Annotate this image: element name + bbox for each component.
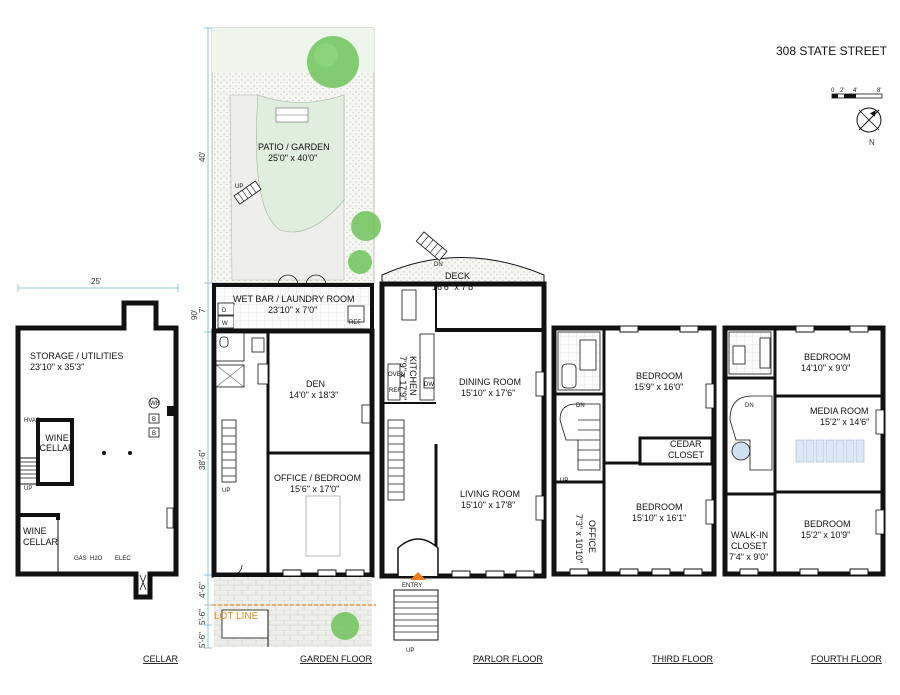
utility-h2o: H2O (90, 556, 103, 562)
garden-stair-up: UP (222, 488, 230, 494)
floor-label-cellar: CELLAR (143, 654, 179, 664)
media-name: MEDIA ROOM (810, 406, 869, 416)
closet-line2: CLOSET (731, 541, 768, 551)
fourth-bed2-size: 15'2" x 10'9" (801, 530, 850, 540)
entry-label: ENTRY (402, 583, 422, 589)
cellar-hvac: HVAC (24, 418, 41, 424)
appliance-oven: OVEN (388, 372, 405, 378)
wine-cellar-1-line2: CELLAR (39, 443, 75, 453)
fourth-dn: DN (745, 403, 754, 409)
kitchen-name: KITCHEN (408, 356, 418, 396)
appliance-d: D (222, 308, 227, 314)
floor-label-fourth: FOURTH FLOOR (811, 654, 882, 664)
scale-bar: 0 2' 4' 8' (831, 88, 883, 99)
third-bed2-name: BEDROOM (636, 502, 683, 512)
deck-dn: DN (434, 262, 443, 268)
floor-label-parlor: PARLOR FLOOR (473, 654, 543, 664)
closet-size: 7'4" x 9'0" (729, 552, 768, 562)
fourth-bed1-name: BEDROOM (804, 352, 851, 362)
scale-label-8: 8' (877, 88, 881, 94)
parlor-stoop-up: UP (406, 648, 414, 654)
patio-size: 25'0" x 40'0" (268, 153, 317, 163)
lot-line-label: LOT LINE (214, 611, 259, 622)
third-up: UP (560, 478, 568, 484)
appliance-ref: REF (349, 320, 361, 326)
appliance-dw: DW (424, 382, 434, 388)
compass-north-label: N (869, 138, 875, 147)
third-bed1-name: BEDROOM (636, 371, 683, 381)
third-bed1-size: 15'9" x 16'0" (634, 382, 683, 392)
fixture-b1: B (152, 417, 156, 423)
cedar-line2: CLOSET (668, 450, 705, 460)
cedar-line1: CEDAR (670, 439, 702, 449)
kitchen-size: 7'9" x 17'9" (398, 356, 408, 400)
dim-25: 25' (91, 277, 102, 286)
cellar-storage-size: 23'10" x 35'3" (30, 362, 84, 372)
third-office-size: 7'3" x 10'10" (574, 514, 584, 563)
dim-90: 90' (190, 309, 199, 320)
wine-cellar-1-line1: WINE (45, 433, 69, 443)
wetbar-name: WET BAR / LAUNDRY ROOM (233, 294, 355, 304)
dim-38-6: 38'-6" (198, 449, 207, 470)
patio-up: UP (235, 184, 243, 190)
utility-gas: GAS (74, 556, 87, 562)
third-dn: DN (576, 403, 585, 409)
patio-name: PATIO / GARDEN (258, 142, 330, 152)
scale-label-0: 0 (831, 88, 835, 94)
floor-label-garden: GARDEN FLOOR (300, 654, 373, 664)
den-name: DEN (306, 379, 325, 389)
wine-cellar-2-line2: CELLAR (23, 537, 59, 547)
dim-5-6-b: 5'-6" (198, 632, 207, 648)
dining-size: 15'10" x 17'6" (461, 388, 515, 398)
office-size: 15'6" x 17'0" (290, 484, 339, 494)
floor-label-third: THIRD FLOOR (652, 654, 714, 664)
parlor-plan (379, 231, 547, 641)
fixture-b2: B (152, 431, 156, 437)
fourth-bed1-size: 14'10" x 9'0" (801, 363, 850, 373)
dim-5-6-a: 5'-6" (198, 609, 207, 625)
appliance-ref-parlor: REF (389, 388, 401, 394)
dimension-cellar-width: 25' (17, 277, 179, 292)
deck-size: 16'6" x 7'8" (432, 282, 476, 292)
third-office-name: OFFICE (587, 520, 597, 553)
office-name: OFFICE / BEDROOM (274, 473, 361, 483)
fixture-wh: WH (150, 401, 160, 407)
living-name: LIVING ROOM (460, 489, 520, 499)
appliance-w: W (222, 321, 228, 327)
scale-label-4: 4' (853, 88, 857, 94)
media-size: 15'2" x 14'6" (820, 417, 869, 427)
dim-40: 40' (198, 151, 207, 162)
den-size: 14'0" x 18'3" (289, 390, 338, 400)
closet-line1: WALK-IN (731, 530, 768, 540)
cellar-plan (15, 300, 179, 600)
dining-name: DINING ROOM (459, 377, 521, 387)
garden-plan (211, 27, 381, 647)
scale-label-2: 2' (840, 88, 844, 94)
utility-elec: ELEC (115, 556, 131, 562)
living-size: 15'10" x 17'8" (461, 500, 515, 510)
third-floor-plan (551, 325, 717, 577)
dim-7: 7' (198, 307, 207, 313)
compass-icon: N (856, 107, 882, 147)
wetbar-size: 23'10" x 7'0" (268, 305, 317, 315)
cellar-storage-name: STORAGE / UTILITIES (30, 351, 123, 361)
fourth-bed2-name: BEDROOM (804, 519, 851, 529)
dim-4-6: 4'-6" (198, 582, 207, 598)
wine-cellar-2-line1: WINE (23, 526, 47, 536)
deck-name: DECK (445, 271, 470, 281)
dimension-vertical: 40' 7' 90' 38'-6" 4'-6" 5'-6" 5'-6" (190, 27, 212, 649)
fourth-floor-plan (722, 325, 886, 577)
cellar-up: UP (24, 486, 32, 492)
third-bed2-size: 15'10" x 16'1" (632, 513, 686, 523)
page-title: 308 STATE STREET (776, 44, 888, 58)
